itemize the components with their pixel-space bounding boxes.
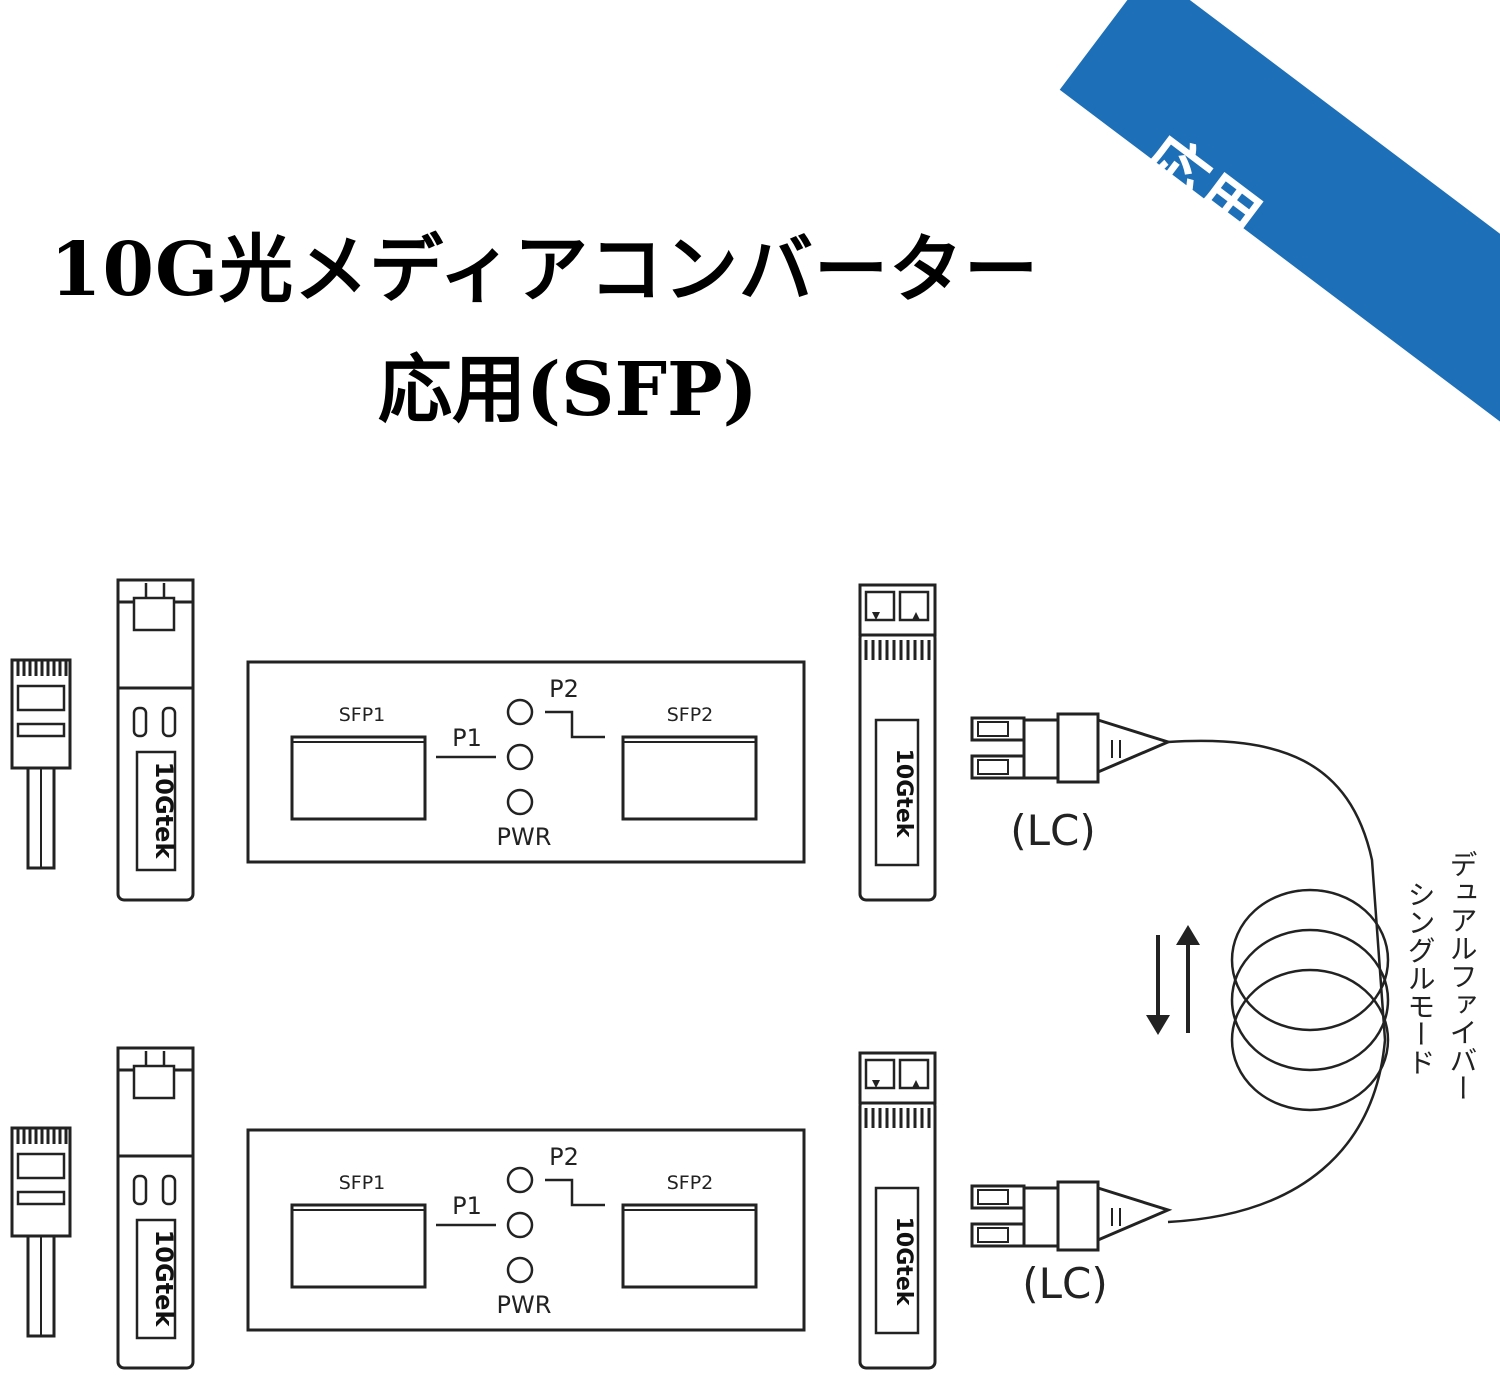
module-brand: 10Gtek xyxy=(891,1217,916,1307)
p2-label: P2 xyxy=(549,1143,579,1171)
bidirectional-arrow-icon xyxy=(1146,925,1200,1035)
sfp1-label: SFP1 xyxy=(339,1172,386,1194)
sfp2-label: SFP2 xyxy=(667,704,714,726)
module-brand: 10Gtek xyxy=(891,749,916,839)
rj45-plug-icon xyxy=(10,658,72,870)
sfp2-label: SFP2 xyxy=(667,1172,714,1194)
lc-connector-icon xyxy=(970,712,1170,784)
p1-label: P1 xyxy=(452,1192,482,1220)
page-subtitle: 応用(SFP) xyxy=(378,347,758,433)
lc-connector-icon xyxy=(970,1180,1170,1252)
p2-label: P2 xyxy=(549,675,579,703)
sfp1-label: SFP1 xyxy=(339,704,386,726)
page-title: 10G光メディアコンバーター xyxy=(50,227,1039,313)
fiber-mode-label: シングルモード xyxy=(1404,880,1437,1076)
rj45-plug-icon xyxy=(10,1126,72,1338)
fiber-sfp-module-icon xyxy=(858,583,937,902)
top-row: 10Gtek SFP1 SFP2 P1 P2 PWR 10Gtek (LC) xyxy=(10,578,1170,902)
connector-label: (LC) xyxy=(1022,1259,1108,1308)
bottom-row: 10Gtek SFP1 SFP2 P1 P2 PWR 10Gtek (LC) xyxy=(10,1046,1170,1370)
fiber-type-label: デュアルファイバー xyxy=(1446,850,1479,1102)
pwr-label: PWR xyxy=(497,823,552,851)
fiber-sfp-module-icon xyxy=(858,1051,937,1370)
pwr-label: PWR xyxy=(497,1291,552,1319)
p1-label: P1 xyxy=(452,724,482,752)
fiber-cable xyxy=(1167,739,1390,1224)
module-brand: 10Gtek xyxy=(150,1230,178,1328)
connector-label: (LC) xyxy=(1010,806,1096,855)
module-brand: 10Gtek xyxy=(150,762,178,860)
